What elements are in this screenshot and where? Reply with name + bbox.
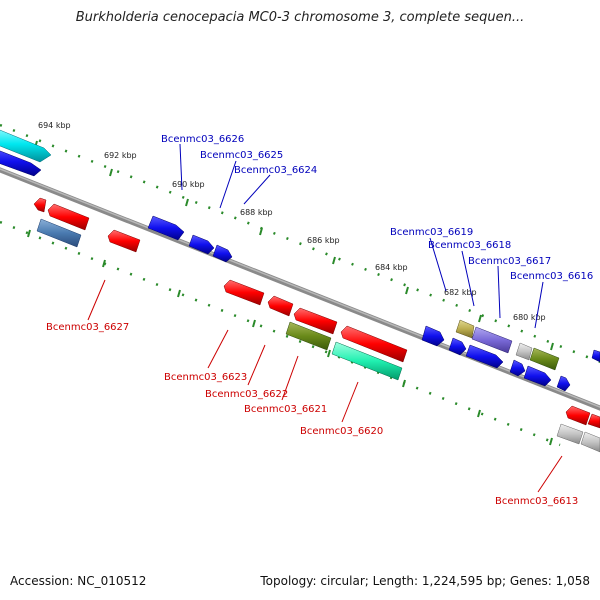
label-bcenmc03-6623[interactable]: Bcenmc03_6623 bbox=[164, 372, 247, 383]
gene-red-6627b[interactable] bbox=[107, 229, 141, 253]
tick-label-694: 694 kbp bbox=[38, 121, 71, 130]
label-bcenmc03-6617[interactable]: Bcenmc03_6617 bbox=[468, 256, 551, 267]
gene-red-small-left[interactable] bbox=[33, 197, 47, 213]
label-bcenmc03-6624[interactable]: Bcenmc03_6624 bbox=[234, 165, 317, 176]
major-ticks-lower bbox=[27, 229, 553, 446]
gene-gray-6613b[interactable] bbox=[580, 431, 600, 453]
accession-text: Accession: NC_010512 bbox=[10, 574, 147, 588]
tick-label-690: 690 kbp bbox=[172, 180, 205, 189]
gene-blue-6619b[interactable] bbox=[448, 337, 467, 356]
label-bcenmc03-6618[interactable]: Bcenmc03_6618 bbox=[428, 240, 511, 251]
label-bcenmc03-6627[interactable]: Bcenmc03_6627 bbox=[46, 322, 129, 333]
gene-red-6620[interactable] bbox=[340, 325, 408, 363]
gene-red-6623a[interactable] bbox=[223, 279, 265, 306]
gene-blue-6619[interactable] bbox=[421, 325, 445, 347]
gene-red-6613[interactable] bbox=[565, 405, 591, 426]
tick-label-688: 688 kbp bbox=[240, 208, 273, 217]
summary-text: Topology: circular; Length: 1,224,595 bp… bbox=[260, 574, 590, 588]
upper-tick-ring bbox=[0, 123, 600, 364]
genome-backbone bbox=[0, 167, 600, 411]
label-bcenmc03-6620[interactable]: Bcenmc03_6620 bbox=[300, 426, 383, 437]
reverse-genes bbox=[33, 197, 600, 453]
gene-cyan-694[interactable] bbox=[0, 126, 52, 163]
gene-blue-6624[interactable] bbox=[212, 244, 233, 263]
gene-gray-6616[interactable] bbox=[515, 342, 533, 361]
gene-blue-6626[interactable] bbox=[147, 215, 185, 241]
tick-label-680: 680 kbp bbox=[513, 313, 546, 322]
genome-backbone-highlight bbox=[0, 168, 600, 408]
reverse-leaders bbox=[87, 279, 563, 493]
gene-red-edge[interactable] bbox=[587, 413, 600, 429]
label-bcenmc03-6621[interactable]: Bcenmc03_6621 bbox=[244, 404, 327, 415]
gene-blue-6616c[interactable] bbox=[523, 365, 552, 387]
label-bcenmc03-6626[interactable]: Bcenmc03_6626 bbox=[161, 134, 244, 145]
label-bcenmc03-6622[interactable]: Bcenmc03_6622 bbox=[205, 389, 288, 400]
gene-red-6622[interactable] bbox=[267, 295, 294, 317]
gene-spring-6620[interactable] bbox=[331, 341, 403, 381]
gene-khaki-6618[interactable] bbox=[455, 319, 475, 339]
label-bcenmc03-6625[interactable]: Bcenmc03_6625 bbox=[200, 150, 283, 161]
gene-steel-6627[interactable] bbox=[36, 218, 82, 248]
gene-blue-6617b[interactable] bbox=[465, 344, 504, 369]
gene-blue-6625[interactable] bbox=[188, 234, 215, 255]
gene-olive-6621[interactable] bbox=[285, 321, 332, 351]
gene-blue-6616b[interactable] bbox=[509, 359, 526, 377]
gene-olive-6616[interactable] bbox=[529, 347, 560, 371]
label-bcenmc03-6619[interactable]: Bcenmc03_6619 bbox=[390, 227, 473, 238]
tick-label-682: 682 kbp bbox=[444, 288, 477, 297]
label-bcenmc03-6616[interactable]: Bcenmc03_6616 bbox=[510, 271, 593, 282]
map-title: Burkholderia cenocepacia MC0-3 chromosom… bbox=[75, 10, 525, 25]
reverse-labels: Bcenmc03_6627 Bcenmc03_6623 Bcenmc03_662… bbox=[46, 322, 578, 507]
forward-labels: Bcenmc03_6626 Bcenmc03_6625 Bcenmc03_662… bbox=[161, 134, 593, 282]
gene-gray-6613[interactable] bbox=[556, 423, 584, 445]
gene-blue-694[interactable] bbox=[0, 147, 42, 177]
major-ticks-upper bbox=[34, 140, 554, 351]
tick-label-684: 684 kbp bbox=[375, 263, 408, 272]
tick-label-686: 686 kbp bbox=[307, 236, 340, 245]
gene-red-6621a[interactable] bbox=[293, 307, 338, 335]
label-bcenmc03-6613[interactable]: Bcenmc03_6613 bbox=[495, 496, 578, 507]
forward-genes bbox=[0, 126, 600, 392]
forward-leaders bbox=[179, 143, 544, 329]
gene-purple-6617[interactable] bbox=[471, 326, 513, 354]
gene-red-6627a[interactable] bbox=[47, 203, 90, 231]
gene-blue-end[interactable] bbox=[556, 375, 571, 392]
gene-blue-edge[interactable] bbox=[591, 349, 600, 363]
tick-label-692: 692 kbp bbox=[104, 151, 137, 160]
